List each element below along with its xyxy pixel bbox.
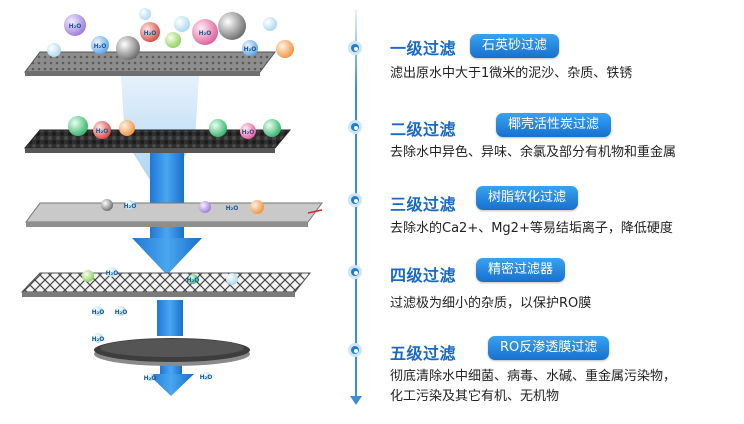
stage-level: 五级过滤 (390, 344, 457, 363)
water-molecule-label: H₂O (96, 128, 109, 135)
stage-level: 三级过滤 (390, 195, 457, 214)
stage-level: 四级过滤 (390, 266, 457, 285)
water-molecule-label: H₂O (242, 129, 255, 136)
water-molecule-label: H₂O (144, 375, 157, 382)
water-molecule-label: H₂O (144, 30, 157, 37)
stage-description-line: 去除水中异色、异味、余氯及部分有机物和重金属 (390, 145, 677, 160)
water-molecule-label: H₂O (124, 203, 137, 210)
stage-tag: 椰壳活性炭过滤 (496, 113, 612, 137)
stage-description-line: 滤出原水中大于1微米的泥沙、杂质、铁锈 (390, 66, 633, 81)
stage-description: 去除水的Ca2+、Mg2+等易结垢离子，降低硬度 (390, 219, 673, 239)
stage-description: 过滤极为细小的杂质，以保护RO膜 (390, 294, 591, 314)
timeline-dot-icon (348, 343, 362, 357)
stage-description: 滤出原水中大于1微米的泥沙、杂质、铁锈 (390, 64, 632, 84)
stage-description-line: 过滤极为细小的杂质，以保护RO膜 (390, 296, 592, 311)
water-molecule-label: H₂O (187, 277, 200, 284)
water-molecule-label: H₂O (226, 205, 239, 212)
timeline-dot-icon (348, 120, 362, 134)
stage-level: 二级过滤 (390, 120, 457, 139)
timeline-arrow-icon (350, 396, 362, 405)
stage-tag: 石英砂过滤 (470, 34, 560, 58)
stage-level: 一级过滤 (390, 39, 457, 58)
stage-tag: 树脂软化过滤 (476, 186, 579, 210)
stage-tag: RO反渗透膜过滤 (488, 336, 610, 360)
filtration-illustration: H₂O H₂O H₂O H₂O H₂O H₂O H₂O H₂O H₂O H₂O H₂O H₂O H₂O H… (20, 8, 323, 396)
stage-description: 彻底清除水中细菌、病毒、水碱、重金属污染物， 化工污染及其它有机、无机物 (390, 367, 676, 407)
water-molecule-label: H₂O (92, 336, 105, 343)
stage-tag: 精密过滤器 (476, 258, 566, 282)
water-molecule-label: H₂O (92, 309, 105, 316)
stage-description: 去除水中异色、异味、余氯及部分有机物和重金属 (390, 143, 676, 163)
water-molecule-label: H₂O (199, 30, 212, 37)
water-molecule-label: H₂O (244, 46, 257, 53)
stage-description-line: 彻底清除水中细菌、病毒、水碱、重金属污染物， (390, 369, 677, 384)
timeline-dot-icon (348, 265, 362, 279)
water-molecule-label: H₂O (200, 374, 213, 381)
stage-description-line: 去除水的Ca2+、Mg2+等易结垢离子，降低硬度 (390, 221, 673, 236)
timeline-dot-icon (348, 41, 362, 55)
stage-description-line: 化工污染及其它有机、无机物 (390, 389, 560, 404)
water-molecule-label: H₂O (94, 43, 107, 50)
timeline-dot-icon (348, 193, 362, 207)
water-molecule-label: H₂O (115, 309, 128, 316)
water-molecule-label: H₂O (106, 270, 119, 277)
water-molecule-label: H₂O (69, 23, 82, 30)
